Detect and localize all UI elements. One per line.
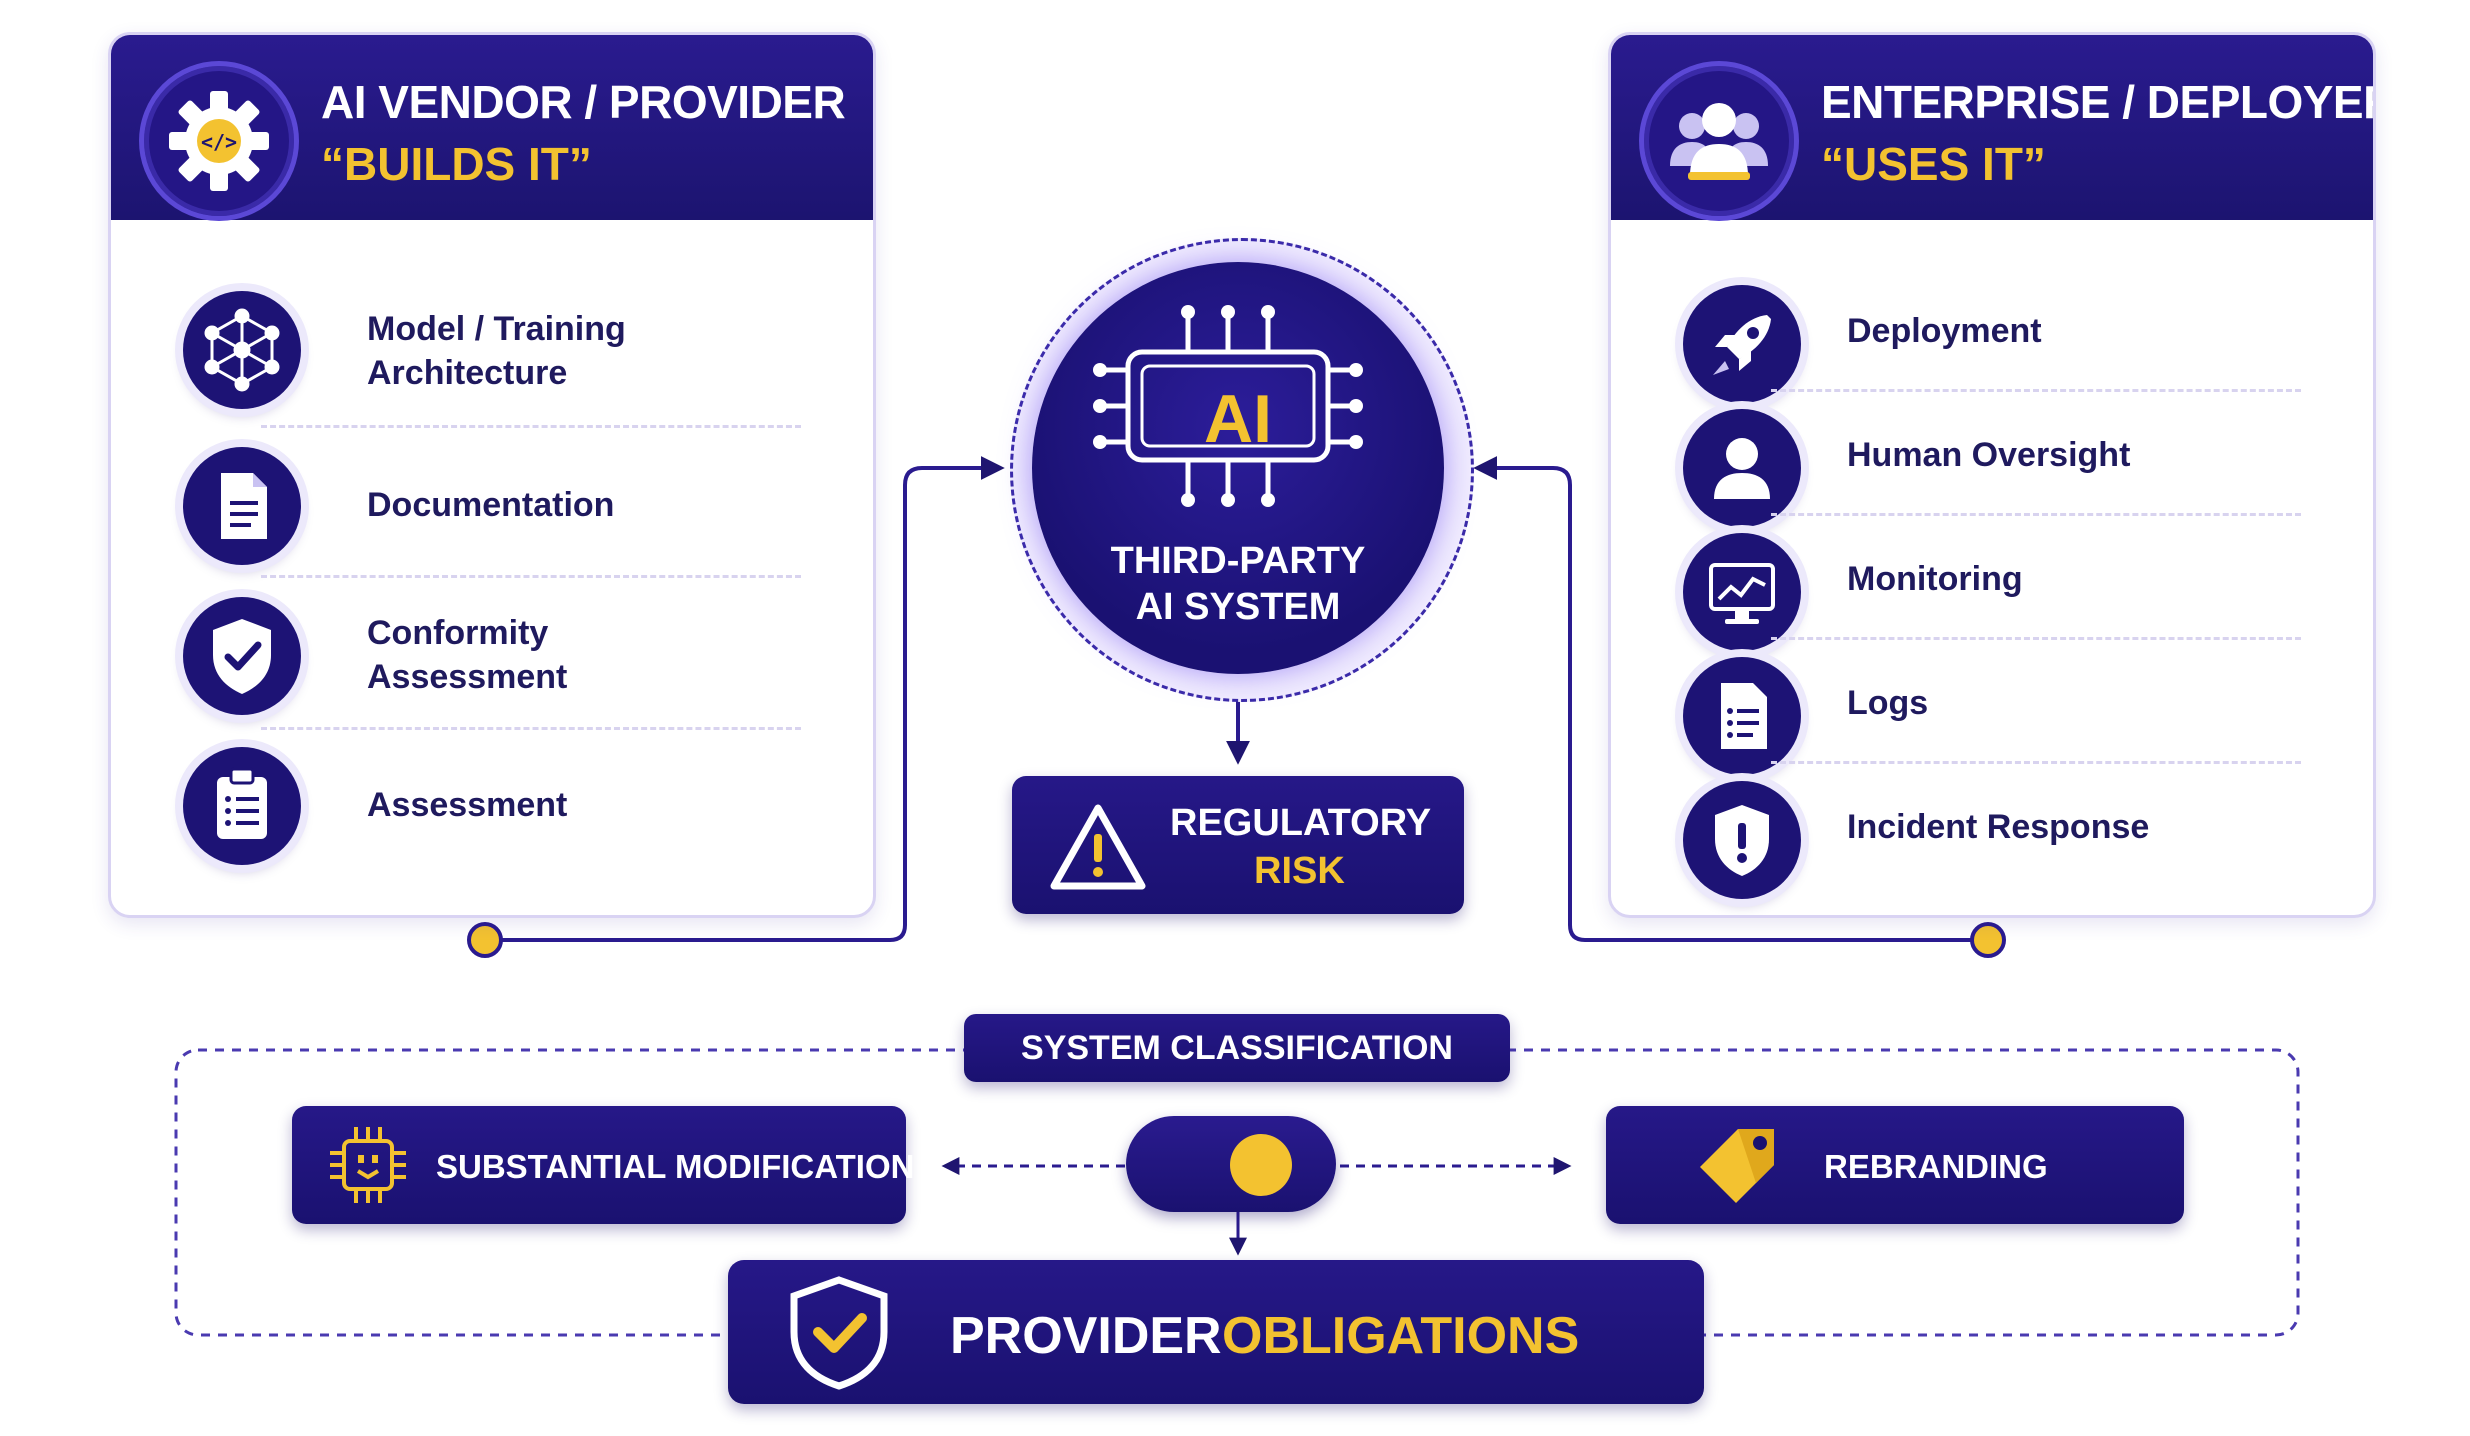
enterprise-divider-3 [1771, 637, 2301, 640]
enterprise-item-incident: Incident Response [1847, 808, 2150, 846]
tag-icon [1700, 1129, 1774, 1203]
ai-system-node [1032, 262, 1444, 674]
clipboard-icon [183, 747, 301, 865]
vendor-item-documentation: Documentation [367, 486, 615, 524]
enterprise-panel-header: ENTERPRISE / DEPLOYER “USES IT” [1611, 35, 2376, 221]
enterprise-item-monitoring: Monitoring [1847, 560, 2023, 598]
shield-alert-icon [1683, 781, 1801, 899]
vendor-subtitle: “BUILDS IT” [321, 138, 592, 190]
ai-system-line1: THIRD-PARTY [1110, 540, 1366, 582]
toggle-knob [1230, 1134, 1292, 1196]
person-icon [1683, 409, 1801, 527]
vendor-junction-dot [467, 922, 503, 958]
monitor-chart-icon [1683, 533, 1801, 651]
vendor-divider-3 [261, 727, 801, 730]
vendor-panel: </> AI VENDOR / PROVIDER “BUILDS IT” Mod… [108, 32, 876, 918]
vendor-panel-header: </> AI VENDOR / PROVIDER “BUILDS IT” [111, 35, 873, 221]
vendor-title: AI VENDOR / PROVIDER [321, 76, 846, 128]
enterprise-item-oversight: Human Oversight [1847, 436, 2131, 474]
enterprise-item-logs: Logs [1847, 684, 1929, 722]
obligations-word2: OBLIGATIONS [1222, 1307, 1580, 1365]
vendor-item-model: Model / Training Architecture [367, 310, 626, 392]
vendor-item-conformity: Conformity Assessment [367, 614, 568, 696]
classification-title: SYSTEM CLASSIFICATION [1021, 1029, 1453, 1067]
chip-icon [330, 1127, 406, 1203]
enterprise-item-deployment: Deployment [1847, 312, 2042, 350]
deployer-to-ai-wire [1473, 456, 1985, 942]
substantial-modification-box: SUBSTANTIAL MODIFICATION [292, 1106, 914, 1224]
regulatory-risk-box: REGULATORY RISK [1012, 776, 1464, 914]
system-classification-label: SYSTEM CLASSIFICATION [964, 1014, 1510, 1082]
users-icon [1639, 61, 1799, 221]
vendor-divider-1 [261, 425, 801, 428]
document-icon [183, 447, 301, 565]
obligations-word1: PROVIDER [950, 1307, 1222, 1365]
risk-line1: REGULATORY [1170, 802, 1432, 844]
gear-code-icon: </> [139, 61, 299, 221]
rocket-icon [1683, 285, 1801, 403]
risk-line2: RISK [1254, 850, 1345, 892]
warning-icon [1050, 804, 1146, 890]
log-document-icon [1683, 657, 1801, 775]
enterprise-divider-1 [1771, 389, 2301, 392]
enterprise-divider-4 [1771, 761, 2301, 764]
rebranding-box: REBRANDING [1606, 1106, 2184, 1224]
network-icon [183, 291, 301, 409]
deployer-junction-dot [1970, 922, 2006, 958]
shield-check-icon [183, 597, 301, 715]
svg-text:</>: </> [201, 130, 237, 154]
shield-check-icon [790, 1276, 888, 1390]
substantial-modification-label: SUBSTANTIAL MODIFICATION [436, 1148, 915, 1185]
enterprise-title: ENTERPRISE / DEPLOYER [1821, 76, 2376, 128]
toggle-icon[interactable] [1126, 1116, 1336, 1212]
ai-chip-label: AI [1204, 381, 1272, 457]
enterprise-panel: ENTERPRISE / DEPLOYER “USES IT” Deployme… [1608, 32, 2376, 918]
ai-chip-icon [1093, 305, 1363, 507]
rebranding-label: REBRANDING [1824, 1148, 2048, 1185]
ai-system-line2: AI SYSTEM [1135, 586, 1341, 628]
vendor-item-assessment: Assessment [367, 786, 568, 824]
vendor-divider-2 [261, 575, 801, 578]
enterprise-subtitle: “USES IT” [1821, 138, 2046, 190]
provider-obligations-box: PROVIDER OBLIGATIONS [728, 1260, 1704, 1404]
vendor-to-ai-wire [485, 456, 1005, 942]
enterprise-divider-2 [1771, 513, 2301, 516]
